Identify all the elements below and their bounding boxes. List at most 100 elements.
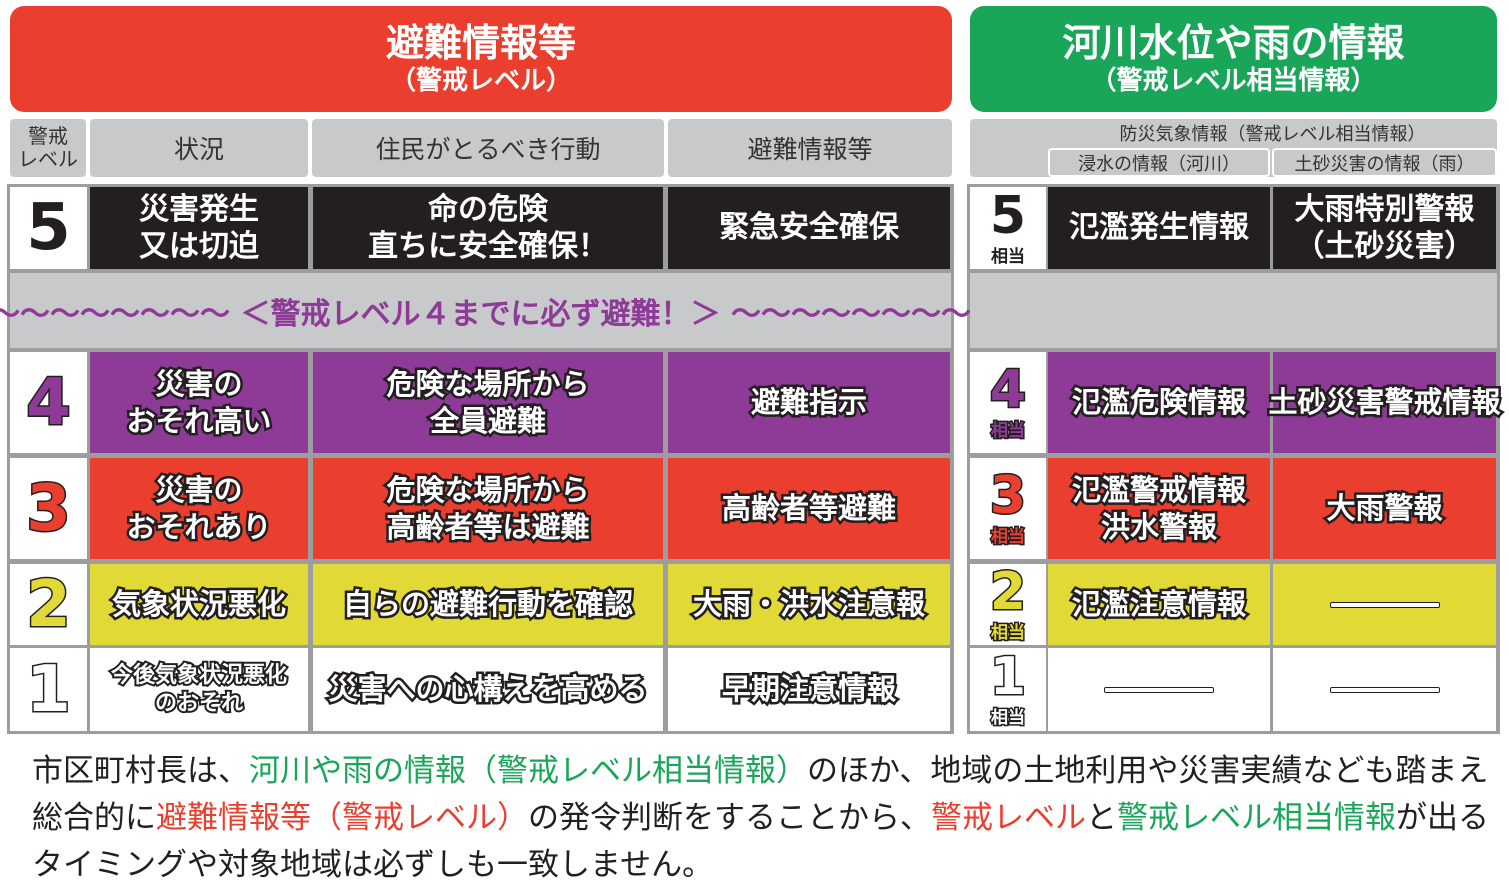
level-number: 5 <box>989 185 1027 246</box>
col-header-level: 警戒 レベル <box>10 119 86 177</box>
evacuate-by-level4-banner: 〜〜〜〜〜〜〜〜 ＜警戒レベル４までに必ず避難！＞ 〜〜〜〜〜〜〜〜 <box>0 273 971 348</box>
equiv-label: 相当 <box>991 246 1025 267</box>
cell-text: 氾濫注意情報 <box>1069 585 1248 624</box>
level-3-flood-cell: 氾濫警戒情報 洪水警報 <box>1048 458 1270 559</box>
level-2-landslide-cell <box>1273 564 1496 645</box>
cell-text: 危険な場所から 全員避難 <box>384 365 592 440</box>
level-3-landslide-cell: 大雨警報 <box>1273 458 1496 559</box>
header-subtitle: （警戒レベル相当情報） <box>1090 66 1377 96</box>
col-header-group: 防災気象情報（警戒レベル相当情報） <box>1119 124 1426 145</box>
none-dash <box>1329 601 1440 608</box>
cell-text: 災害発生 又は切迫 <box>139 191 259 265</box>
level-number: 5 <box>26 191 71 265</box>
cell-text: 災害への心構えを高める <box>326 670 650 709</box>
cell-text: 災害の おそれ高い <box>124 365 274 440</box>
level-2-info-cell: 大雨・洪水注意報 <box>668 564 950 645</box>
footer-text: と <box>1086 800 1117 836</box>
cell-text: 大雨・洪水注意報 <box>690 585 927 624</box>
cell-text: 危険な場所から 高齢者等は避難 <box>384 471 592 546</box>
level-1-action-cell: 災害への心構えを高める <box>313 648 663 731</box>
level-1-info-cell: 早期注意情報 <box>668 648 950 731</box>
level-2-flood-cell: 氾濫注意情報 <box>1048 564 1270 645</box>
cell-text: 自らの避難行動を確認 <box>340 585 635 624</box>
cell-text: 気象状況悪化 <box>109 585 288 624</box>
col-header-situation: 状況 <box>90 119 308 177</box>
level-badge: 1 <box>10 648 87 731</box>
header-title: 河川水位や雨の情報 <box>1062 21 1405 65</box>
level-5-situation-cell: 災害発生 又は切迫 <box>90 187 308 269</box>
cell-text: 災害の おそれあり <box>124 471 274 546</box>
footer-highlight-green: 警戒レベル相当情報 <box>1117 800 1396 836</box>
level-number: 1 <box>988 647 1027 707</box>
cell-text: 早期注意情報 <box>719 670 898 709</box>
level-3-situation-cell: 災害の おそれあり <box>90 458 308 559</box>
equiv-label: 相当 <box>990 526 1027 549</box>
level-number: 3 <box>988 466 1027 526</box>
cell-text: 土砂災害警戒情報 <box>1266 383 1503 422</box>
level-3-action-cell: 危険な場所から 高齢者等は避難 <box>313 458 663 559</box>
cell-text: 大雨特別警報 （土砂災害） <box>1294 191 1475 265</box>
cell-text: 氾濫警戒情報 洪水警報 <box>1069 471 1248 546</box>
footer-text: が出るタイミングや対象地域は必ずしも一致しません。 <box>32 800 1489 883</box>
level-4-action-cell: 危険な場所から 全員避難 <box>313 352 663 453</box>
level-5-landslide-cell: 大雨特別警報 （土砂災害） <box>1273 187 1496 269</box>
none-dash <box>1329 686 1440 693</box>
level-4-landslide-cell: 土砂災害警戒情報 <box>1266 352 1503 453</box>
level-1-landslide-cell <box>1273 648 1496 731</box>
level-2-action-cell: 自らの避難行動を確認 <box>313 564 663 645</box>
level-3-info-cell: 高齢者等避難 <box>668 458 950 559</box>
footer-highlight-red: 警戒レベル <box>931 800 1086 836</box>
equiv-label: 相当 <box>990 622 1027 645</box>
level-5-flood-cell: 氾濫発生情報 <box>1048 187 1270 269</box>
col-header-action: 住民がとるべき行動 <box>312 119 664 177</box>
footer-note: 市区町村長は、河川や雨の情報（警戒レベル相当情報）のほか、地域の土地利用や災害実… <box>32 748 1492 889</box>
footer-text: の発令判断をすることから、 <box>528 800 931 836</box>
col-header-flood: 浸水の情報（河川） <box>1048 148 1270 177</box>
level-1-situation-cell: 今後気象状況悪化 のおそれ <box>90 648 308 731</box>
footer-text: 市区町村長は、 <box>32 753 249 789</box>
header-title: 避難情報等 <box>385 21 576 65</box>
none-dash <box>1104 686 1214 693</box>
level-number: 4 <box>25 365 73 440</box>
level-badge: 3 <box>10 458 87 559</box>
cell-text: 高齢者等避難 <box>719 489 898 528</box>
level-badge: 2 <box>10 564 87 645</box>
col-header-info: 避難情報等 <box>668 119 952 177</box>
equiv-label: 相当 <box>990 707 1027 730</box>
level-4-flood-cell: 氾濫危険情報 <box>1048 352 1270 453</box>
cell-text: 緊急安全確保 <box>719 210 899 246</box>
level-badge: 5 <box>10 187 87 269</box>
footer-highlight-green: 河川や雨の情報（警戒レベル相当情報） <box>249 753 807 789</box>
level-5-action-cell: 命の危険 直ちに安全確保！ <box>313 187 663 269</box>
level-1-flood-cell <box>1048 648 1270 731</box>
river-rain-info-header: 河川水位や雨の情報 （警戒レベル相当情報） <box>970 6 1497 112</box>
header-subtitle: （警戒レベル） <box>389 66 572 96</box>
level-number: 1 <box>25 652 73 727</box>
level-number: 4 <box>988 360 1027 420</box>
cell-text: 氾濫発生情報 <box>1069 210 1249 246</box>
equiv-label: 相当 <box>990 420 1027 443</box>
cell-text: 避難指示 <box>748 383 869 422</box>
level-number: 2 <box>25 567 73 642</box>
level-2-situation-cell: 気象状況悪化 <box>90 564 308 645</box>
cell-text: 大雨警報 <box>1324 489 1445 528</box>
footer-highlight-red: 避難情報等（警戒レベル） <box>156 800 528 836</box>
banner-spacer <box>970 273 1497 348</box>
level-4-situation-cell: 災害の おそれ高い <box>90 352 308 453</box>
footer-text: のほか、地域の土地利用や災害実績なども踏まえ総合的に <box>32 753 1489 836</box>
level-badge: 4 <box>10 352 87 453</box>
level-number: 2 <box>988 562 1027 622</box>
level-5-info-cell: 緊急安全確保 <box>668 187 950 269</box>
level-4-info-cell: 避難指示 <box>668 352 950 453</box>
level-number: 3 <box>25 471 73 546</box>
cell-text: 命の危険 直ちに安全確保！ <box>368 191 608 265</box>
cell-text: 氾濫危険情報 <box>1069 383 1248 422</box>
evacuation-info-header: 避難情報等 （警戒レベル） <box>10 6 952 112</box>
cell-text: 今後気象状況悪化 のおそれ <box>109 661 289 718</box>
col-header-landslide: 土砂災害の情報（雨） <box>1272 148 1497 177</box>
